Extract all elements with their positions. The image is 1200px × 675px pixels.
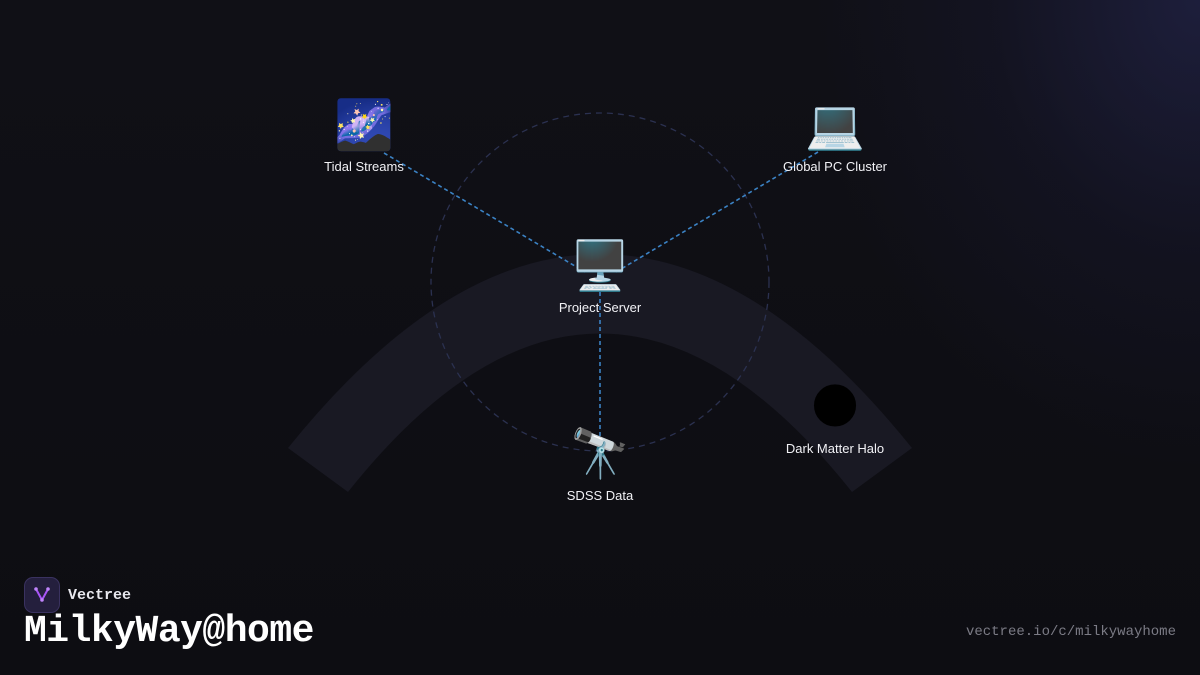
desktop-computer-icon: 🖥️	[570, 238, 630, 294]
brand[interactable]: Vectree	[24, 577, 131, 613]
node-label: Global PC Cluster	[782, 159, 888, 174]
node-tidal-streams[interactable]: 🌌 Tidal Streams	[324, 97, 404, 174]
orbit-ring	[430, 112, 770, 452]
node-label: Project Server	[558, 300, 642, 315]
vectree-logo-icon	[24, 577, 60, 613]
milky-way-icon: 🌌	[334, 97, 394, 153]
node-project-server[interactable]: 🖥️ Project Server	[559, 238, 641, 315]
connector-tidal-streams	[383, 152, 586, 273]
laptop-icon: 💻	[805, 97, 865, 153]
galactic-arc	[288, 254, 912, 492]
brand-name: Vectree	[68, 586, 132, 604]
page-url[interactable]: vectree.io/c/milkywayhome	[965, 624, 1176, 640]
telescope-icon: 🔭	[570, 426, 630, 482]
node-label: Dark Matter Halo	[785, 441, 885, 456]
page-title: MilkyWay@home	[24, 610, 314, 653]
node-global-pc-cluster[interactable]: 💻 Global PC Cluster	[783, 97, 887, 174]
node-sdss-data[interactable]: 🔭 SDSS Data	[567, 426, 633, 503]
new-moon-icon: 🌑	[809, 379, 861, 435]
node-label: SDSS Data	[566, 488, 634, 503]
node-dark-matter-halo[interactable]: 🌑 Dark Matter Halo	[786, 379, 884, 456]
node-label: Tidal Streams	[324, 159, 404, 174]
